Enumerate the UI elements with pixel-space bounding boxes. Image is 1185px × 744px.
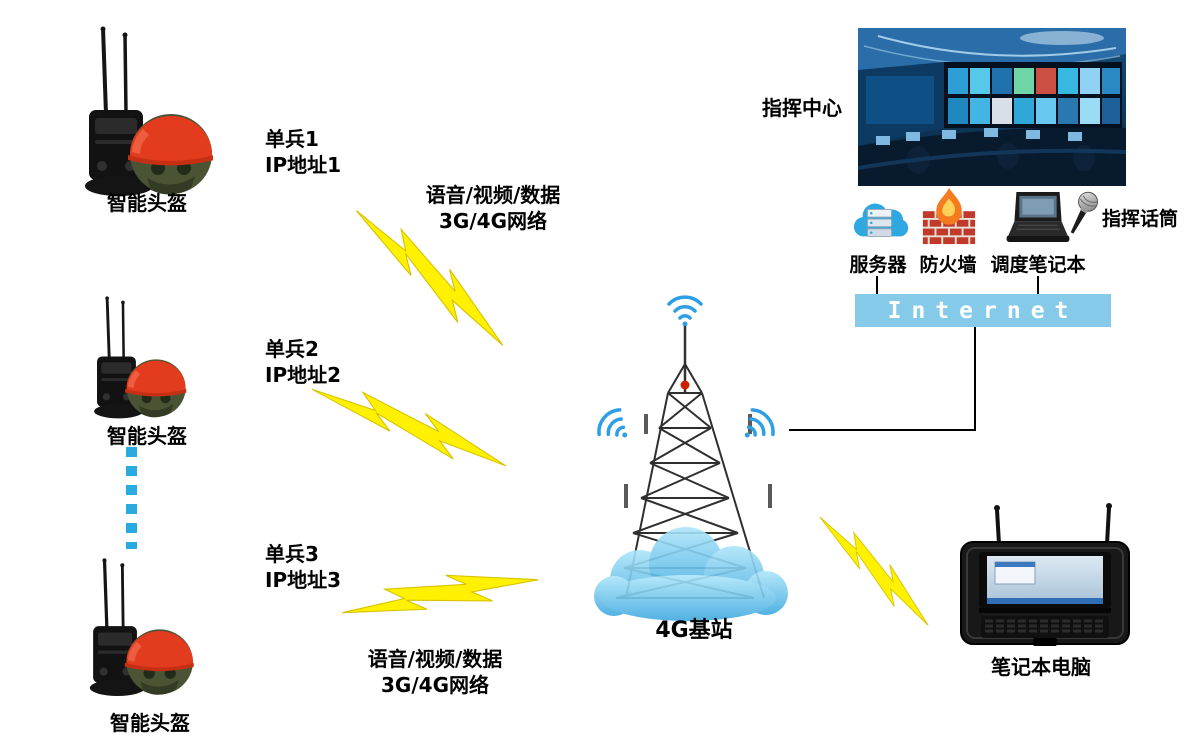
- soldier-1-ip: IP地址1: [265, 153, 342, 177]
- connector-line: [974, 327, 976, 431]
- smart-helmet-label: 智能头盔: [107, 424, 187, 448]
- 4g-base-station-graphic: [588, 278, 808, 627]
- connector-line: [876, 276, 878, 294]
- wifi-signal-icon: [667, 295, 703, 329]
- link-1-label: 语音/视频/数据 3G/4G网络: [398, 182, 588, 234]
- microphone-label: 指挥话筒: [1102, 208, 1179, 230]
- soldier-1-name: 单兵1: [265, 127, 319, 151]
- link-1-line1: 语音/视频/数据: [425, 183, 561, 207]
- firewall-label: 防火墙: [919, 254, 977, 276]
- server-label: 服务器: [849, 254, 907, 276]
- link-2-line2: 3G/4G网络: [381, 673, 489, 697]
- lightning-bolt: [302, 379, 516, 481]
- soldier-3-ip: IP地址3: [265, 568, 342, 592]
- link-2-line1: 语音/视频/数据: [367, 647, 503, 671]
- more-units-dotted-line: [126, 447, 137, 549]
- network-cloud: [594, 527, 788, 621]
- smart-helmet-graphic: [88, 558, 194, 704]
- server-icon: [850, 194, 909, 252]
- microphone-icon: [1068, 191, 1102, 245]
- rugged-laptop-graphic: [955, 500, 1135, 654]
- command-center-photo: [857, 28, 1127, 190]
- smart-helmet-graphic: [83, 26, 213, 205]
- soldier-2-name: 单兵2: [265, 337, 319, 361]
- field-laptop-label: 笔记本电脑: [991, 655, 1091, 679]
- connector-line: [1037, 276, 1039, 294]
- soldier-2-label: 单兵2 IP地址2: [265, 336, 341, 388]
- beacon-light: [680, 380, 690, 390]
- smart-helmet-graphic: [92, 296, 187, 426]
- base-station-label: 4G基站: [655, 618, 733, 643]
- smart-helmet-label: 智能头盔: [107, 191, 187, 215]
- dispatch-laptop-icon: [1006, 190, 1070, 249]
- lightning-bolt: [795, 509, 950, 636]
- soldier-3-name: 单兵3: [265, 542, 319, 566]
- wifi-signal-icon: [592, 403, 639, 451]
- link-2-label: 语音/视频/数据 3G/4G网络: [340, 646, 530, 698]
- dispatch-laptop-label: 调度笔记本: [990, 254, 1086, 276]
- soldier-2-ip: IP地址2: [265, 363, 342, 387]
- soldier-3-label: 单兵3 IP地址3: [265, 541, 341, 593]
- lightning-bolt: [338, 532, 544, 663]
- soldier-1-label: 单兵1 IP地址1: [265, 126, 341, 178]
- connector-line: [789, 429, 976, 431]
- command-center-label: 指挥中心: [762, 96, 842, 120]
- internet-bar: Internet: [855, 294, 1111, 327]
- wifi-signal-icon: [733, 403, 780, 451]
- firewall-icon: [920, 188, 978, 250]
- smart-helmet-label: 智能头盔: [110, 711, 190, 735]
- link-1-line2: 3G/4G网络: [439, 209, 547, 233]
